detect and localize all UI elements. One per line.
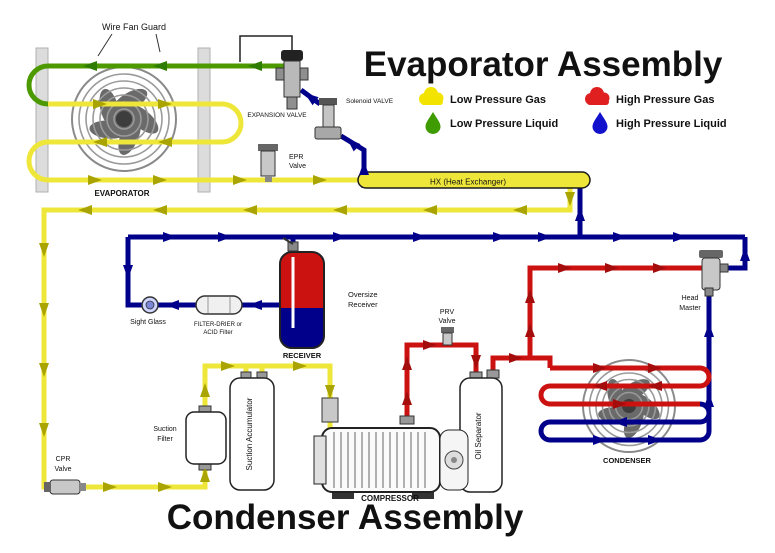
evaporator-frame (35, 47, 211, 193)
legend-label-high-pressure-gas: High Pressure Gas (616, 94, 714, 106)
epr-valve-label-line2: Valve (289, 163, 306, 170)
cpr-valve-label-line1: CPR (56, 456, 71, 463)
legend: Low Pressure Gas High Pressure Gas Low P… (419, 87, 727, 134)
filter-drier-label-line1: FILTER-DRIER or (194, 322, 242, 328)
evaporator-wire-fan-guard-icon (71, 66, 177, 172)
solenoid-valve (314, 98, 342, 140)
evaporator-label: EVAPORATOR (94, 189, 149, 198)
hx-label: HX (Heat Exchanger) (430, 178, 506, 187)
compressor-label: COMPRESSOR (361, 494, 419, 503)
droplet-icon (425, 112, 441, 134)
head-master-valve (699, 250, 729, 297)
oversize-receiver-label-line2: Receiver (348, 300, 378, 309)
cloud-icon (419, 87, 444, 105)
suction-accumulator-label: Suction Accumulator (245, 397, 254, 470)
legend-label-high-pressure-liquid: High Pressure Liquid (616, 118, 727, 130)
wire-fan-guard-pointer-lines (97, 33, 161, 57)
evaporator-feed-pipes (26, 63, 284, 107)
condenser-assembly-title: Condenser Assembly (167, 498, 524, 537)
legend-label-low-pressure-liquid: Low Pressure Liquid (450, 118, 558, 130)
droplet-icon (592, 112, 608, 134)
suction-filter-label-line2: Filter (157, 436, 173, 443)
suction-filter-tank (185, 405, 227, 471)
expansion-valve (275, 50, 309, 110)
expansion-valve-label: EXPANSION VALVE (247, 112, 307, 119)
condenser-label: CONDENSER (603, 456, 652, 465)
cloud-icon (585, 87, 610, 105)
sight-glass-label: Sight Glass (130, 319, 166, 326)
head-master-label-line2: Master (679, 305, 701, 312)
receiver-outlet-valve (287, 241, 299, 252)
oil-separator-label: Oil Separator (474, 412, 483, 459)
compressor-suction-valve (321, 397, 339, 423)
suction-accumulator-tank (229, 371, 275, 491)
solenoid-valve-label: Solenoid VALVE (346, 98, 394, 105)
receiver-label: RECEIVER (283, 351, 322, 360)
head-master-label-line1: Head (682, 295, 699, 302)
cpr-valve-label-line2: Valve (55, 466, 72, 473)
wire-fan-guard-label: Wire Fan Guard (102, 22, 166, 32)
evaporator-assembly-title: Evaporator Assembly (364, 45, 723, 84)
cpr-valve (44, 479, 86, 495)
heat-exchanger: HX (Heat Exchanger) (357, 171, 591, 189)
prv-valve-label-line2: Valve (439, 318, 456, 325)
oversize-receiver-label-line1: Oversize (348, 290, 378, 299)
epr-valve-label-line1: EPR (289, 154, 303, 161)
legend-label-low-pressure-gas: Low Pressure Gas (450, 94, 546, 106)
sight-glass (141, 296, 159, 314)
prv-valve (441, 327, 454, 346)
filter-drier-label-line2: ACID Filter (203, 330, 232, 336)
suction-filter-label-line1: Suction (153, 426, 176, 433)
compressor (313, 397, 469, 499)
receiver-tank (279, 237, 325, 349)
txv-sensing-line (239, 35, 293, 62)
prv-valve-label-line1: PRV (440, 309, 455, 316)
filter-drier (195, 295, 243, 315)
epr-valve (258, 144, 278, 182)
